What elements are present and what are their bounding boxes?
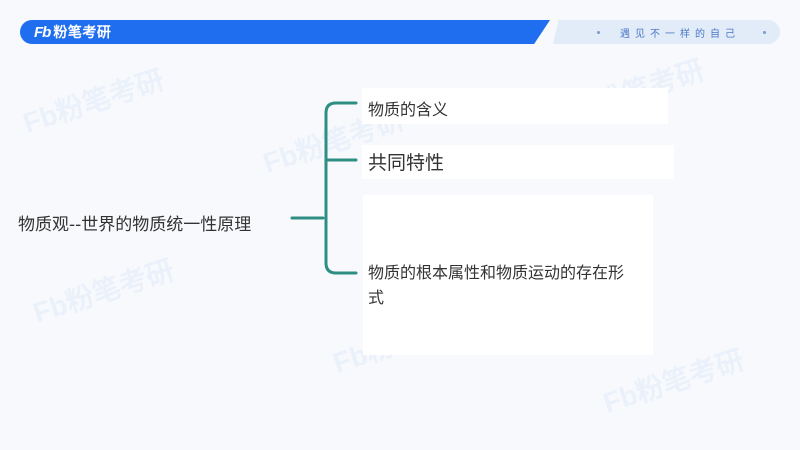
node-box-2 (362, 145, 674, 179)
node-box-3 (363, 195, 653, 355)
branch-node-3: 物质的根本属性和物质运动的存在形式 (368, 263, 625, 307)
logo-mark: Fb (34, 23, 51, 41)
header-bar (20, 20, 550, 44)
node-box-1 (362, 88, 668, 124)
brand-name: 粉笔考研 (53, 25, 112, 41)
branch-node-1: 物质的含义 (368, 100, 449, 119)
slogan-dot-right (763, 31, 766, 34)
slogan-text: 遇见不一样的自己 (620, 28, 740, 40)
brand-logo: Fb 粉笔考研 (34, 22, 111, 42)
header-slogan-bar (553, 20, 780, 44)
branch-node-2: 共同特性 (368, 152, 445, 174)
slogan-dot-left (597, 31, 600, 34)
mindmap-root: 物质观--世界的物质统一性原理 (18, 215, 252, 235)
